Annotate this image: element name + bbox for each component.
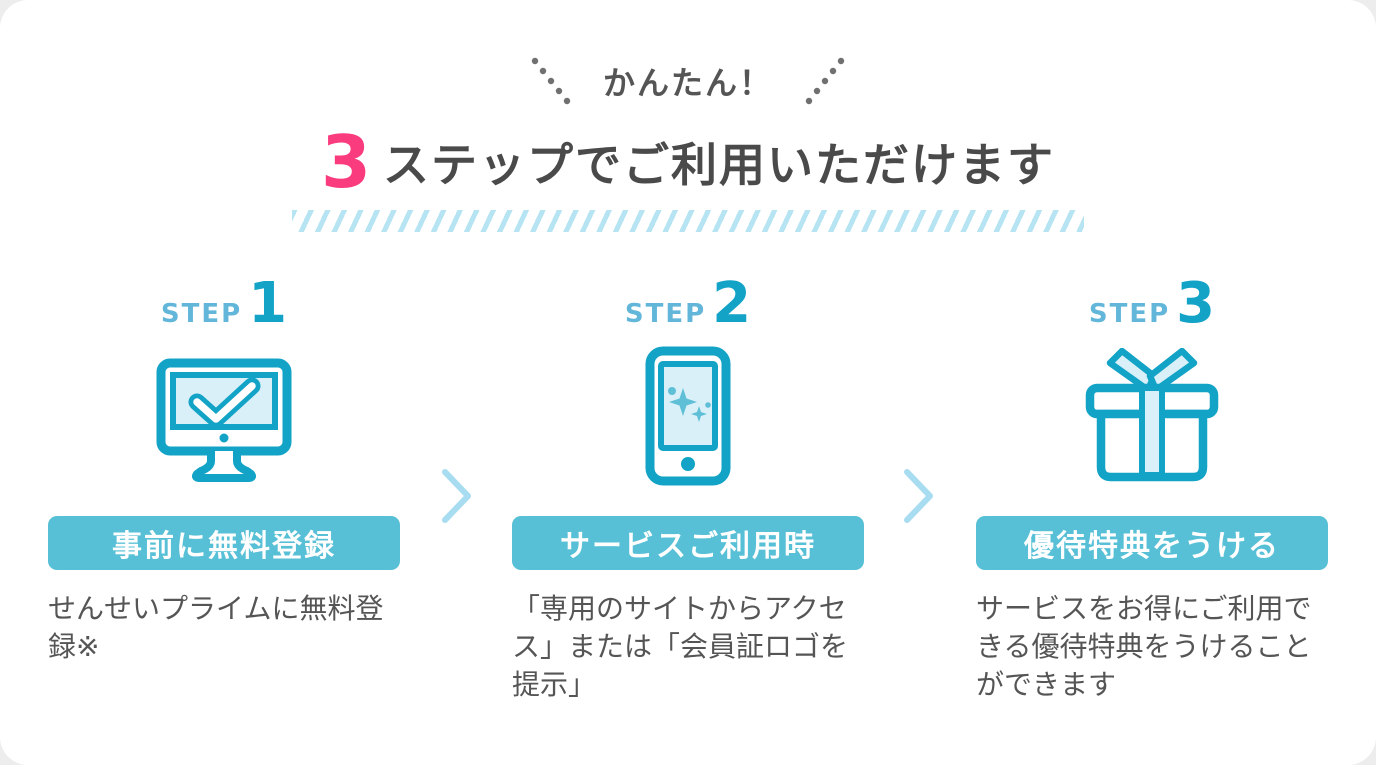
step-1-icon-box (48, 334, 400, 492)
monitor-check-icon (156, 358, 292, 482)
step-column-2: STEP 2 サービスご利用時 「専用のサイトからアクセス」または「 (512, 276, 864, 704)
title-text: ステップでご利用いただけます (383, 138, 1056, 192)
step-1-button[interactable]: 事前に無料登録 (48, 516, 400, 570)
step-3-number: 3 (1176, 271, 1216, 336)
gift-box-icon (1085, 348, 1219, 482)
step-3-heading: STEP 3 (976, 276, 1328, 334)
step-1-description: せんせいプライムに無料登録※ (48, 592, 384, 663)
step-column-3: STEP 3 優待特典をうける サービスをお得にご利用できる優待特典をうけること… (976, 276, 1328, 704)
step-3-icon-box (976, 334, 1328, 492)
step-3-button[interactable]: 優待特典をうける (976, 516, 1328, 570)
step-3-word: STEP (1088, 299, 1171, 329)
title-number: 3 (320, 120, 372, 204)
step-2-icon-box (512, 334, 864, 492)
step-2-number: 2 (712, 271, 752, 336)
step-2-heading: STEP 2 (512, 276, 864, 334)
chevron-right-icon (442, 469, 471, 523)
step-1-heading: STEP 1 (48, 276, 400, 334)
hatch-divider (292, 210, 1084, 232)
step-column-1: STEP 1 事前に無料登録 せんせいプライムに無料登録※ (48, 276, 400, 704)
step-2-button[interactable]: サービスご利用時 (512, 516, 864, 570)
smartphone-sparkle-icon (645, 346, 731, 486)
step-1-number: 1 (248, 271, 288, 336)
step-2-description: 「専用のサイトからアクセス」または「会員証ロゴを提示」 (512, 592, 849, 701)
chevron-right-icon (904, 469, 933, 523)
diagonal-dots-left-icon (531, 57, 571, 105)
eyebrow-row: かんたん！ (0, 50, 1376, 112)
step-2-word: STEP (624, 299, 707, 329)
step-3-description: サービスをお得にご利用できる優待特典をうけることができます (976, 592, 1312, 701)
step-1-word: STEP (160, 299, 243, 329)
eyebrow-label: かんたん！ (602, 64, 773, 102)
steps-row: STEP 1 事前に無料登録 せんせいプライムに無料登録※ (48, 276, 1328, 704)
diagonal-dots-right-icon (805, 57, 845, 105)
